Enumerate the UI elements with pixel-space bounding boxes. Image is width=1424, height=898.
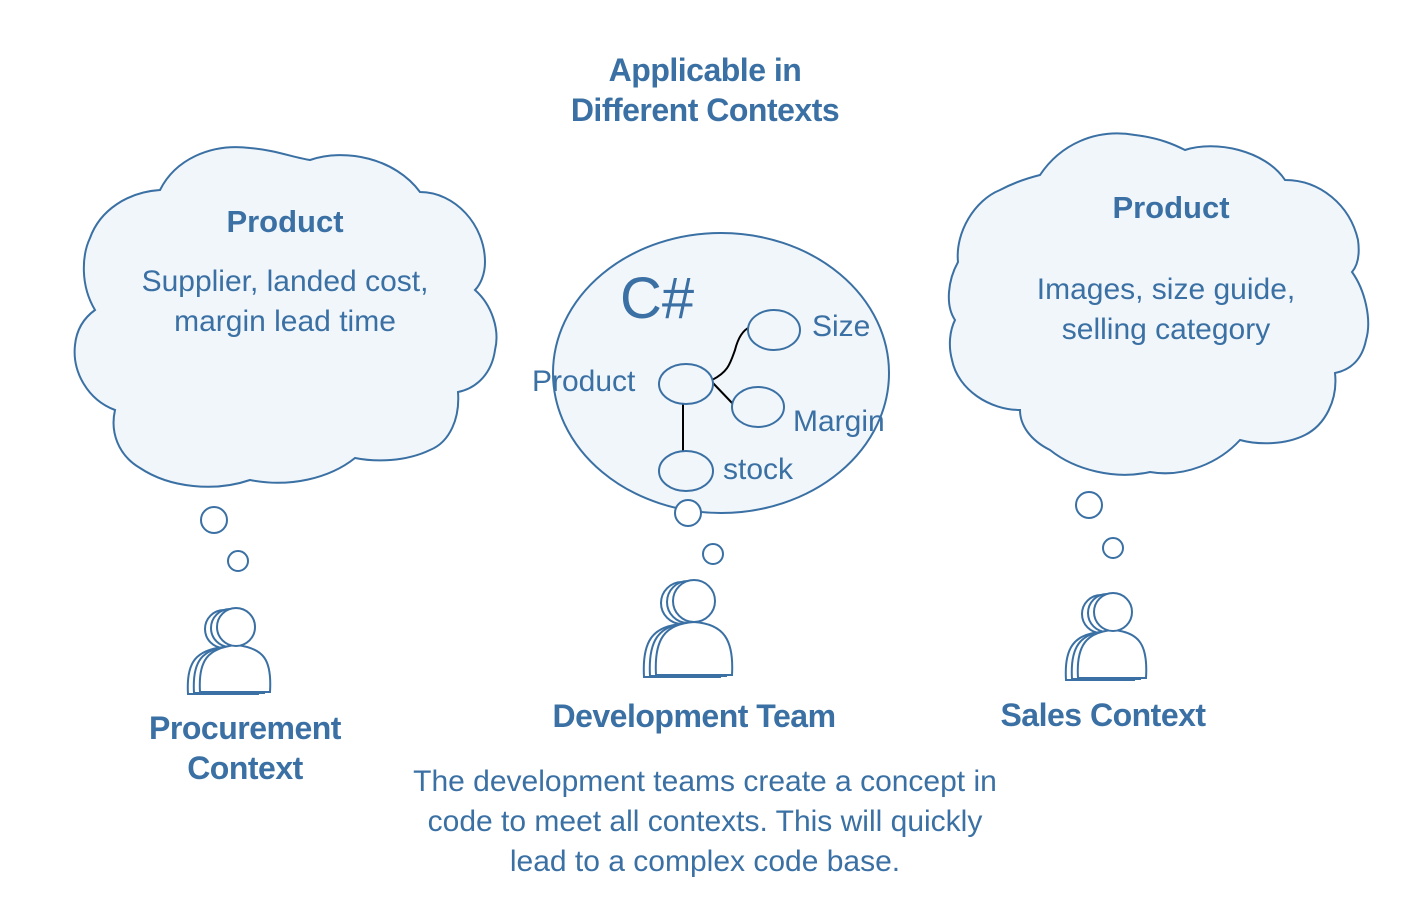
sales-thought-cloud <box>947 132 1370 476</box>
connector-product-size <box>711 326 751 381</box>
title-line-2: Different Contexts <box>570 92 840 128</box>
procurement-cloud-heading: Product <box>226 204 344 239</box>
caption-line-1: The development teams create a concept i… <box>413 765 997 798</box>
procurement-users-icon <box>186 607 272 695</box>
thought-dot <box>200 506 228 534</box>
node-stock-shape <box>658 450 714 492</box>
procurement-label-line-2: Context <box>187 750 303 786</box>
title-line-1: Applicable in <box>608 52 802 88</box>
node-stock-label: stock <box>723 453 794 486</box>
procurement-context-label: Procurement Context <box>100 708 390 788</box>
caption-line-3: lead to a complex code base. <box>509 845 901 878</box>
node-size-label: Size <box>812 310 871 343</box>
procurement-thought-cloud <box>73 146 498 488</box>
connector-product-margin <box>711 381 734 405</box>
diagram-caption: The development teams create a concept i… <box>330 762 1080 882</box>
caption-line-2: code to meet all contexts. This will qui… <box>427 805 983 838</box>
procurement-cloud-text: Supplier, landed cost, margin lead time <box>95 262 475 342</box>
thought-dot <box>674 499 702 527</box>
node-product-label: Product <box>532 365 636 398</box>
node-margin-shape <box>731 386 785 428</box>
thought-dot <box>1075 491 1103 519</box>
sales-context-label: Sales Context <box>1000 697 1206 733</box>
code-thought-bubble <box>552 232 890 514</box>
sales-cloud-text: Images, size guide, selling category <box>976 270 1356 350</box>
thought-dot <box>702 543 724 565</box>
thought-dot <box>1102 537 1124 559</box>
development-users-icon <box>642 579 734 678</box>
node-size-shape <box>747 309 801 351</box>
sales-cloud-heading: Product <box>1112 190 1230 225</box>
procurement-label-line-1: Procurement <box>149 710 341 746</box>
procurement-cloud-line-2: margin lead time <box>174 305 396 338</box>
thought-dot <box>227 550 249 572</box>
diagram-title: Applicable in Different Contexts <box>505 50 905 130</box>
sales-cloud-line-2: selling category <box>1061 313 1271 346</box>
code-language-label: C# <box>620 266 695 331</box>
node-product-shape <box>658 363 714 405</box>
sales-cloud-line-1: Images, size guide, <box>1036 273 1296 306</box>
sales-users-icon <box>1064 592 1148 681</box>
node-margin-label: Margin <box>793 405 885 438</box>
development-team-label: Development Team <box>552 698 836 734</box>
procurement-cloud-line-1: Supplier, landed cost, <box>141 265 429 298</box>
